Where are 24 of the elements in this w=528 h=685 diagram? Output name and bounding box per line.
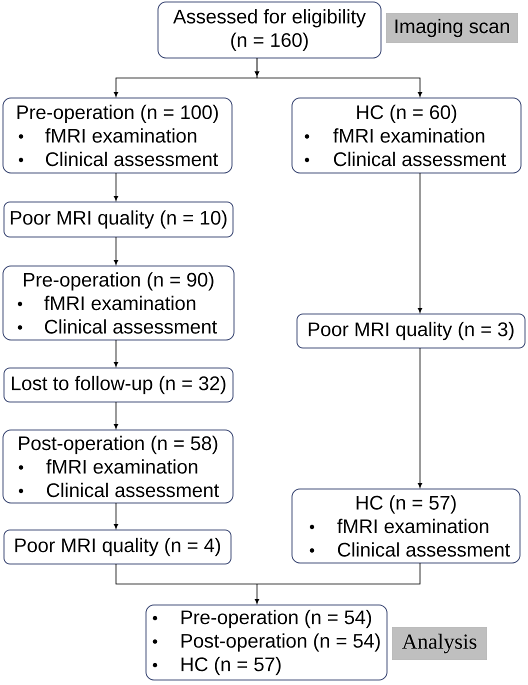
arrow	[114, 340, 118, 367]
flowchart-box: Poor MRI quality (n = 10)	[4, 202, 234, 238]
flowchart-box: HC (n = 57) fMRI examination Clinical assessment	[292, 488, 520, 564]
arrow	[418, 348, 422, 488]
connector-line	[116, 564, 258, 584]
arrow	[254, 58, 422, 97]
flowchart-box: Post-operation (n = 58) fMRI examination Clinical assessment	[2, 430, 234, 504]
arrow	[114, 502, 118, 529]
stage-tag: Analysis	[392, 627, 487, 660]
flowchart-box: Lost to follow-up (n = 32)	[4, 368, 234, 402]
flowchart-box: Pre-operation (n = 100) fMRI examination Clinical assessment	[2, 98, 232, 174]
arrow	[418, 172, 422, 313]
flowchart-box: Assessed for eligibility (n = 160)	[158, 2, 382, 58]
arrow	[114, 402, 118, 429]
arrow	[254, 584, 260, 604]
arrow	[114, 172, 118, 201]
flowchart-box: Poor MRI quality (n = 4)	[4, 530, 232, 564]
flowchart-box: Pre-operation (n = 54) Post-operation (n = 54) HC (n = 57)	[146, 604, 388, 680]
flowchart-box: Pre-operation (n = 90) fMRI examination Clinical assessment	[2, 266, 234, 340]
flowchart-box: HC (n = 60) fMRI examination Clinical assessment	[292, 98, 522, 174]
connector-line	[256, 562, 420, 584]
flowchart-box: Poor MRI quality (n = 3)	[296, 314, 526, 348]
arrow	[114, 236, 118, 265]
stage-tag: Imaging scan	[386, 13, 518, 43]
